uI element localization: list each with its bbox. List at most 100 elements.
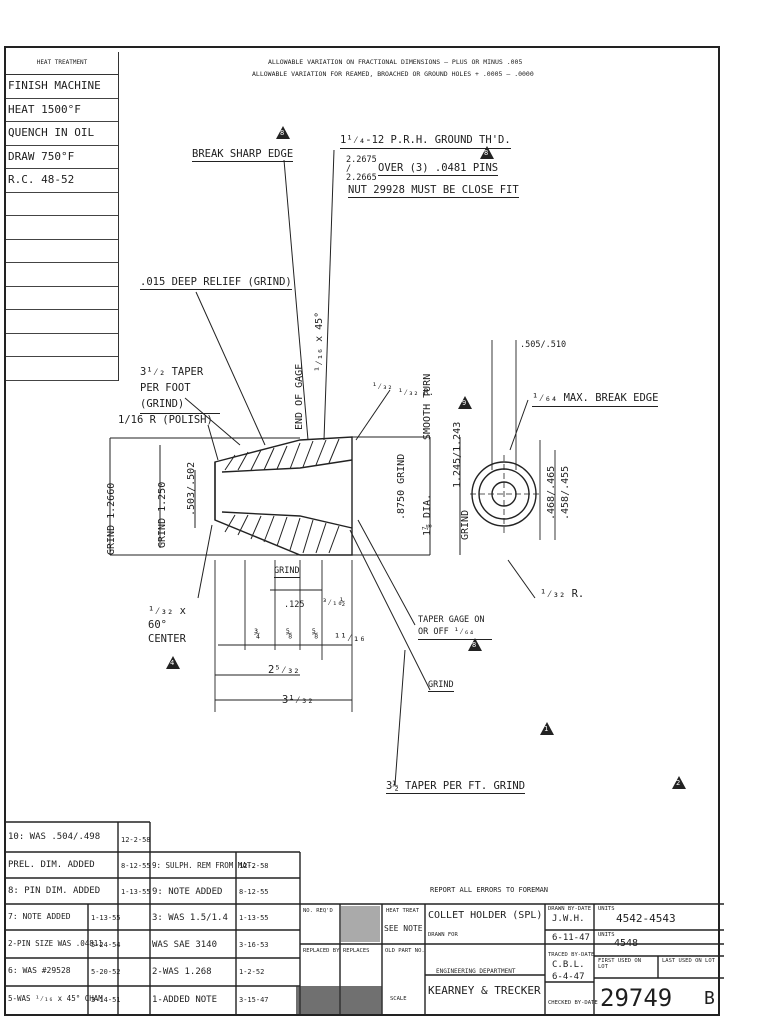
callout-grind-side: GRIND (460, 509, 471, 540)
tb-replaces: REPLACES (343, 948, 370, 954)
rev-4: 7: NOTE ADDED (8, 912, 71, 921)
tb-company: KEARNEY & TRECKER (428, 984, 541, 997)
rev-1: 10: WAS .504/.498 (8, 832, 101, 842)
dim-1-32-r: ¹⁄₃₂ R. (398, 388, 434, 398)
heat-treatment-row: HEAT 1500°F (6, 99, 118, 122)
dim-2-5-32: 2⁵⁄₃₂ (268, 664, 300, 676)
heat-treatment-row: DRAW 750°F (6, 146, 118, 169)
tb-traced-by: C.B.L. (552, 960, 585, 970)
tb-units-1: 4542-4543 (616, 912, 676, 925)
rev2-1-date: 12-2-58 (239, 862, 269, 870)
callout-grind-1-2660: GRIND 1.2660 (106, 482, 117, 555)
rev-4-date: 1-13-55 (91, 914, 121, 922)
callout-nut: NUT 29928 MUST BE CLOSE FIT (348, 184, 519, 198)
rev2-5: 2-WAS 1.268 (152, 967, 212, 977)
callout-smooth-turn: SMOOTH TURN (422, 373, 433, 440)
rev-3: 8: PIN DIM. ADDED (8, 886, 101, 896)
revision-triangle-icon: 8 (276, 126, 290, 139)
heat-treatment-row: FINISH MACHINE (6, 75, 118, 99)
tb-drawn-for: DRAWN FOR (428, 932, 458, 938)
revision-triangle-icon: 8 (480, 146, 494, 159)
rev2-2: 9: NOTE ADDED (152, 887, 223, 897)
callout-break-sharp-edge: BREAK SHARP EDGE (192, 148, 294, 162)
tb-no-req: NO. REQ'D (303, 908, 333, 914)
tb-traced-by-label: TRACED BY-DATE (548, 952, 595, 958)
heat-treatment-row: R.C. 48-52 (6, 169, 118, 193)
callout-dia: 1⅞ DIA. (422, 493, 433, 536)
end-dim-505: .505/.510 (520, 340, 567, 350)
rev2-2-date: 8-12-55 (239, 888, 269, 896)
rev2-6-date: 3-15-47 (239, 996, 269, 1004)
heat-treatment-header: HEAT TREATMENT (6, 52, 118, 75)
dim-3-16: ³⁄₁₆ (322, 598, 343, 608)
rev-7-date: 3-14-51 (91, 996, 121, 1004)
rev2-4-date: 3-16-53 (239, 941, 269, 949)
callout-over-pins-vals: 2.2675 / 2.2665 (346, 155, 377, 183)
tb-first-used: FIRST USED ON LOT (598, 958, 642, 970)
end-dim-458: .458/.455 (560, 465, 571, 520)
callout-taper-grind: 3½ TAPER PER FT. GRIND (386, 780, 526, 794)
callout-taper-per-foot: 3¹⁄₂ TAPER PER FOOT (GRIND) (140, 364, 220, 414)
rev2-3: 3: WAS 1.5/1.4 (152, 913, 228, 923)
rev-6-date: 5-20-52 (91, 968, 121, 976)
heat-treatment-row (6, 357, 118, 381)
dim-5-8-a: ⅝ (286, 628, 293, 640)
callout-grind-1-250: GRIND 1.250 (157, 481, 168, 548)
tb-drawn-by: J.W.H. (552, 914, 585, 924)
rev2-1: 9: SULPH. REM FROM MAT. (152, 861, 256, 870)
callout-max-break-edge: ¹⁄₆₄ MAX. BREAK EDGE (532, 392, 659, 407)
callout-bore-8750: .8750 GRIND (396, 453, 407, 520)
callout-relief: .015 DEEP RELIEF (GRIND) (140, 276, 292, 290)
callout-thread: 1¹⁄₄-12 P.R.H. GROUND TH'D. (340, 134, 511, 149)
callout-grind: GRIND (428, 680, 454, 692)
drawing-number: 29749 (600, 984, 673, 1012)
heat-treatment-row (6, 240, 118, 263)
rev-2: PREL. DIM. ADDED (8, 860, 95, 870)
end-dim-468: .468/.465 (546, 465, 557, 520)
rev-2-date: 8-12-55 (121, 862, 151, 870)
rev-7: 5-WAS ¹⁄₁₆ x 45° CHAM (8, 994, 103, 1003)
rev2-3-date: 1-13-55 (239, 914, 269, 922)
callout-taper-gage: TAPER GAGE ON OR OFF ¹⁄₆₄ (418, 614, 492, 640)
rev2-4: WAS SAE 3140 (152, 940, 218, 950)
rev-1-date: 12-2-58 (121, 836, 151, 844)
rev-5: 2-PIN SIZE WAS .04811 (8, 939, 103, 948)
heat-treatment-row (6, 216, 118, 240)
tb-see-note: SEE NOTE (384, 924, 423, 933)
dim-1-2: ½ (340, 598, 346, 608)
heat-treatment-row (6, 193, 118, 216)
callout-od-1245: 1.245/1.243 (452, 421, 463, 488)
revision-triangle-icon: 8 (468, 638, 482, 651)
tb-heat-treat: HEAT TREAT (386, 908, 420, 914)
callout-over-pins: OVER (3) .0481 PINS (378, 162, 499, 176)
tolerance-note-1: ALLOWABLE VARIATION ON FRACTIONAL DIMENS… (268, 58, 523, 66)
tb-old-part: OLD PART NO. (385, 948, 425, 954)
tb-drawn-date: 6-11-47 (552, 933, 590, 943)
tb-traced-date: 6-4-47 (552, 972, 585, 982)
heat-treatment-row (6, 263, 118, 287)
callout-bore: .503/.502 (186, 461, 197, 516)
rev-5-date: 5-24-54 (91, 941, 121, 949)
rev-3-date: 1-13-55 (121, 888, 151, 896)
drawing-revision: B (704, 988, 715, 1009)
callout-polish: 1/16 R (POLISH) (118, 414, 213, 426)
tb-part-name: COLLET HOLDER (SPL) (428, 910, 543, 921)
report-errors: REPORT ALL ERRORS TO FOREMAN (430, 886, 549, 894)
heat-treatment-row (6, 287, 118, 310)
rev2-6: 1-ADDED NOTE (152, 995, 218, 1005)
revision-triangle-icon: 2 (672, 776, 686, 789)
tb-replaced-by: REPLACED BY (303, 948, 340, 954)
drawing-sheet-border (4, 46, 720, 1016)
tb-scale: SCALE (390, 996, 407, 1002)
heat-treatment-row: QUENCH IN OIL (6, 122, 118, 146)
tb-drawn-by-label: DRAWN BY-DATE (548, 906, 592, 912)
revision-triangle-icon: 9 (458, 396, 472, 409)
callout-end-of-gage: END OF GAGE (294, 363, 305, 430)
callout-dim-125: .125 (284, 600, 305, 610)
tb-engineering: ENGINEERING DEPARTMENT (436, 968, 516, 975)
tb-last-used: LAST USED ON LOT (662, 958, 715, 964)
dim-1-32: ¹⁄₃₂ (372, 382, 393, 392)
rev2-5-date: 1-2-52 (239, 968, 265, 976)
tb-checked-label: CHECKED BY-DATE (548, 1000, 598, 1006)
